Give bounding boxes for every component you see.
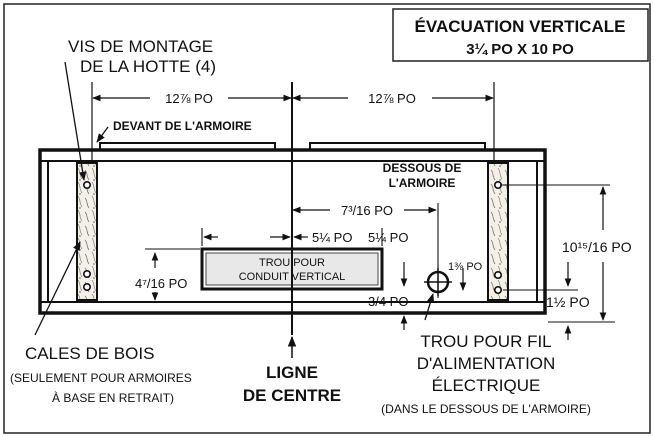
duct-from-back-dimension: 3/4 PO xyxy=(368,262,408,330)
duct-depth-label: 4⁷/16 PO xyxy=(135,276,187,291)
left-span-dimension: 12⅞ PO xyxy=(92,91,292,106)
centerline-label-1: LIGNE xyxy=(266,363,318,382)
title-line-2: 3¼ PO X 10 PO xyxy=(466,41,574,58)
cabinet-front-arrow xyxy=(96,126,109,143)
cabinet-bottom-label-1: DESSOUS DE xyxy=(383,161,462,175)
centerline-label-2: DE CENTRE xyxy=(243,386,341,405)
outer-frame xyxy=(3,3,651,434)
duct-depth-dimension: 4⁷/16 PO xyxy=(135,248,200,301)
mounting-screws-leader xyxy=(64,61,87,181)
shims-note-1: (SEULEMENT POUR ARMOIRES xyxy=(10,371,192,385)
screw-left-bottom xyxy=(83,269,92,278)
wire-offset-dimension: 7³/16 PO xyxy=(292,203,439,298)
screw-height-dimension: 10¹⁵/16 PO xyxy=(500,184,632,323)
wood-shim-right xyxy=(487,162,509,301)
wood-shim-left xyxy=(76,162,98,301)
screw-right-bottom xyxy=(493,270,502,279)
left-span-label: 12⅞ PO xyxy=(165,91,213,106)
right-span-dimension: 12⅞ PO xyxy=(292,91,494,106)
screw-left-bottom-2 xyxy=(83,282,92,291)
title-line-1: ÉVACUATION VERTICALE xyxy=(415,17,626,36)
mounting-screws-label-1: VIS DE MONTAGE xyxy=(68,37,213,56)
screw-height-label: 10¹⁵/16 PO xyxy=(562,239,632,255)
wire-hole-leader xyxy=(424,293,435,321)
duct-width-dimension: 5¼ PO 5¼ PO xyxy=(201,228,408,246)
mounting-screws-label-2: DE LA HOTTE (4) xyxy=(80,57,216,76)
title-box: ÉVACUATION VERTICALE 3¼ PO X 10 PO xyxy=(392,8,649,62)
duct-half-left-label: 5¼ PO xyxy=(312,230,352,245)
shims-note-2: À BASE EN RETRAIT) xyxy=(52,390,174,405)
duct-half-right-label: 5¼ PO xyxy=(368,230,408,245)
wire-offset-label: 7³/16 PO xyxy=(341,203,393,218)
mounting-screws xyxy=(83,181,502,294)
wire-hole-label-2: D'ALIMENTATION xyxy=(417,354,556,373)
screw-from-back-label: 1½ PO xyxy=(546,294,590,310)
wood-shims-label: CALES DE BOIS xyxy=(25,344,154,363)
right-span-label: 12⅞ PO xyxy=(368,91,416,106)
screw-from-back-dimension: 1½ PO xyxy=(503,262,590,340)
cabinet-bottom-label-2: L'ARMOIRE xyxy=(389,176,456,190)
wire-hole-note: (DANS LE DESSOUS DE L'ARMOIRE) xyxy=(381,402,591,416)
screw-right-bottom-2 xyxy=(493,285,502,294)
screw-left-top xyxy=(83,181,92,190)
wire-hole-label-1: TROU POUR FIL xyxy=(420,332,551,351)
wire-hole: 1⅜ PO xyxy=(424,261,483,296)
wire-hole-label-3: ÉLECTRIQUE xyxy=(432,376,541,395)
wire-hole-dia-label: 1⅜ PO xyxy=(448,261,483,273)
wood-shims-leader xyxy=(34,241,81,336)
duct-from-back-label: 3/4 PO xyxy=(368,294,408,309)
cabinet-front-label: DEVANT DE L'ARMOIRE xyxy=(113,119,252,133)
